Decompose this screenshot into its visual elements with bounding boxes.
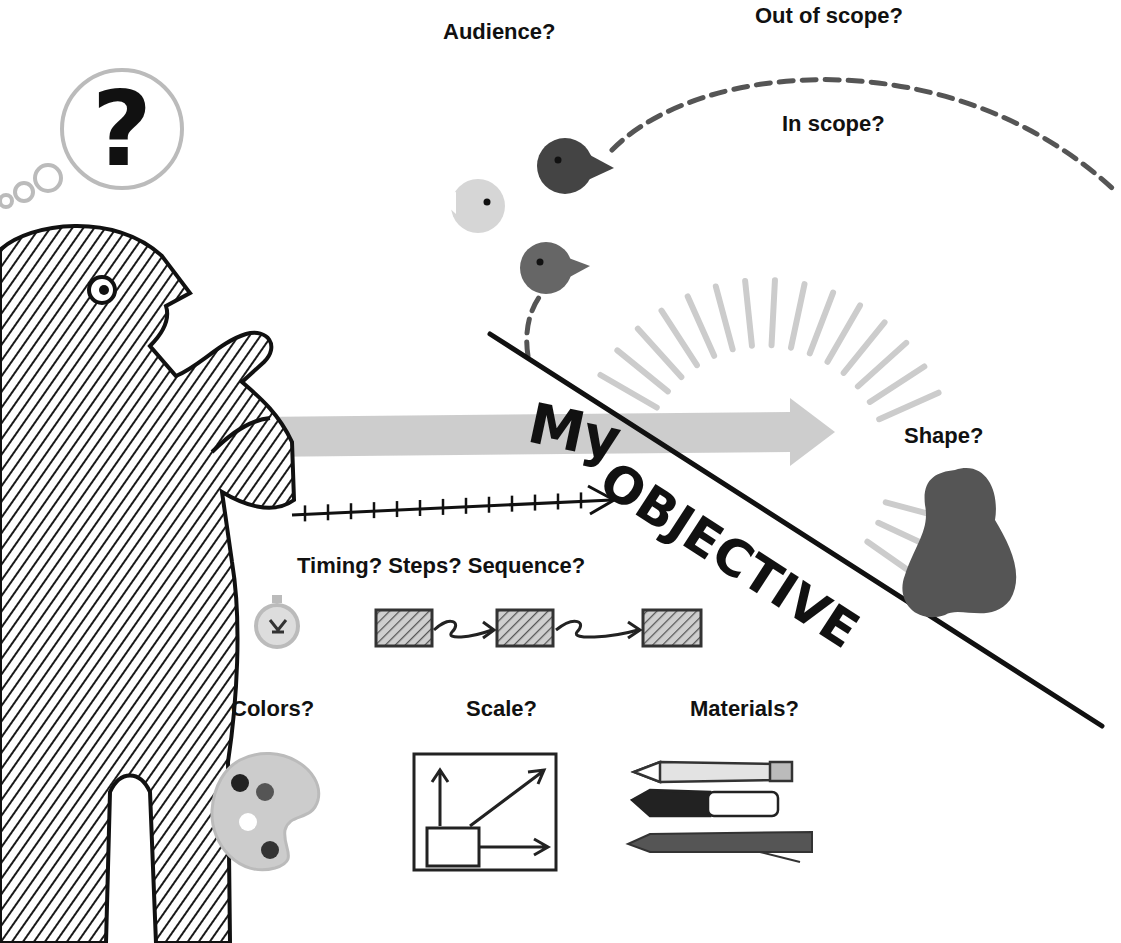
step-boxes — [376, 610, 701, 646]
arrow-tick — [465, 498, 468, 514]
arrow-tick — [488, 497, 491, 513]
timing-label: Timing? Steps? Sequence? — [297, 554, 585, 578]
person-pupil — [99, 285, 109, 295]
pen-icon — [628, 832, 812, 862]
scale-label: Scale? — [466, 697, 537, 721]
burst-line — [688, 296, 714, 355]
burst-line — [870, 367, 925, 402]
pencil-icon — [634, 762, 792, 782]
burst-line — [600, 375, 656, 408]
materials-label: Materials? — [690, 697, 799, 721]
scope-label: In scope? — [782, 112, 885, 136]
burst-line — [810, 293, 833, 354]
scope-label: Out of scope? — [755, 4, 903, 28]
burst-line — [791, 284, 805, 348]
arrow-ticks — [305, 492, 581, 521]
objective-line — [490, 334, 1102, 726]
arrow-tick — [327, 504, 330, 520]
audience-bird — [520, 242, 590, 294]
burst-line — [879, 393, 938, 419]
audience-bird — [436, 179, 505, 233]
arrow-tick — [419, 500, 422, 516]
audience-label: Audience? — [443, 20, 555, 44]
shape-label: Shape? — [904, 424, 983, 448]
person-arm — [212, 418, 270, 452]
thought-bubble: ? — [58, 66, 186, 192]
arrow-tick — [557, 493, 560, 509]
burst-line — [772, 280, 775, 345]
objective-title: OBJECTIVE — [590, 452, 868, 659]
palette-icon — [212, 754, 319, 870]
progress-arrow — [292, 486, 614, 515]
arrow-tick — [511, 496, 514, 512]
audience-bird — [537, 138, 614, 194]
thought-trail — [0, 165, 61, 207]
person-eye — [89, 277, 115, 303]
burst-line — [745, 281, 752, 346]
burst-line — [662, 311, 697, 366]
shape-blob — [902, 468, 1016, 617]
arrow-tick — [350, 503, 353, 519]
arrow-tick — [304, 505, 307, 521]
arrow-tick — [534, 495, 537, 511]
burst-line — [716, 286, 733, 349]
stopwatch-icon — [256, 595, 298, 647]
colors-label: Colors? — [231, 697, 314, 721]
arrow-tick — [580, 492, 583, 508]
scale-icon — [414, 754, 556, 870]
scope-arc — [527, 80, 1112, 356]
burst-line — [828, 305, 861, 361]
objective-title: My — [523, 392, 626, 471]
arrow-tick — [373, 502, 376, 518]
arrow-tick — [442, 499, 445, 515]
marker-icon — [632, 790, 778, 816]
question-mark: ? — [58, 66, 186, 192]
step-arrows — [434, 621, 640, 638]
arrow-tick — [396, 501, 399, 517]
